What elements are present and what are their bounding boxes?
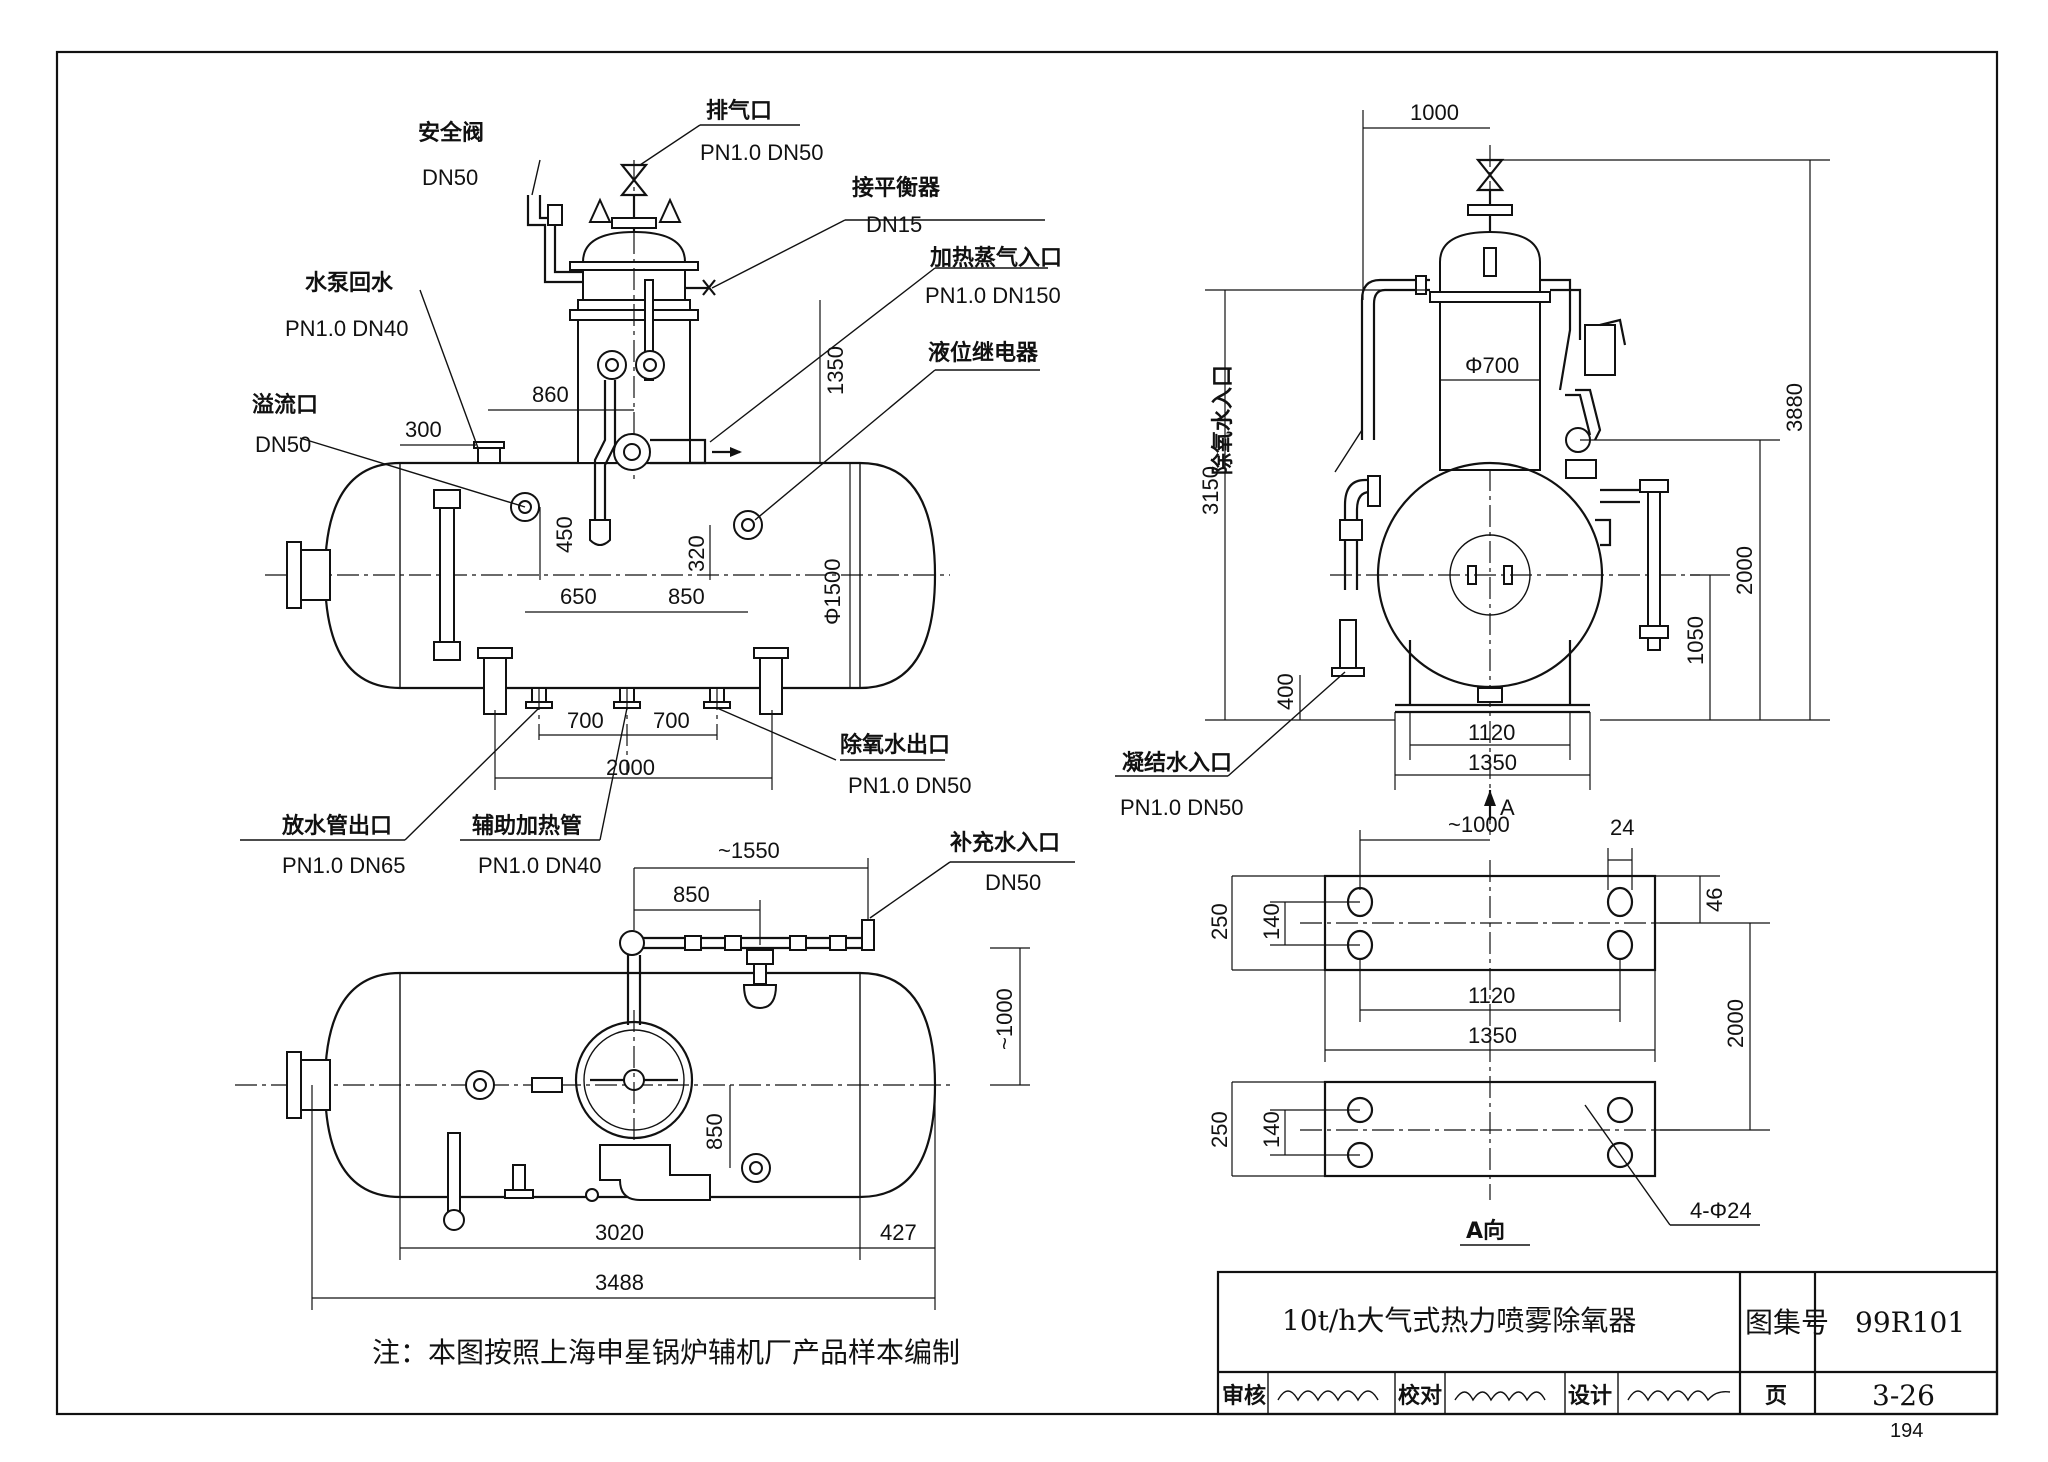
page-number: 3-26	[1872, 1379, 1935, 1412]
check-label: 校对	[1398, 1383, 1442, 1409]
heating-steam-label: 加热蒸气入口	[929, 245, 1062, 271]
view-a-title: A向	[1466, 1218, 1505, 1244]
dim-650: 650	[560, 584, 597, 609]
dim-320: 320	[684, 535, 709, 572]
dim-140a: 140	[1259, 903, 1284, 940]
drain-out-size: PN1.0 DN65	[282, 853, 406, 878]
drawing-note: 注：本图按照上海申星锅炉辅机厂产品样本编制	[372, 1336, 960, 1369]
deaerated-out-size: PN1.0 DN50	[848, 773, 972, 798]
dim-24: 24	[1610, 815, 1634, 840]
vent-label: 排气口	[706, 98, 772, 124]
dim-phi700: Φ700	[1465, 353, 1519, 378]
atlas-number: 99R101	[1855, 1306, 1965, 1339]
holes-label: 4-Φ24	[1690, 1198, 1752, 1223]
dim-850: 850	[668, 584, 705, 609]
dim-3020: 3020	[595, 1220, 644, 1245]
dim-a-1350: 1350	[1468, 1023, 1517, 1048]
design-label: 设计	[1568, 1384, 1612, 1409]
aux-heating-size: PN1.0 DN40	[478, 853, 602, 878]
side-view	[1115, 110, 1830, 835]
view-a	[1231, 830, 1770, 1246]
dim-side-1000: 1000	[1410, 100, 1459, 125]
pump-return-label: 水泵回水	[305, 271, 394, 296]
page-label: 页	[1765, 1384, 1787, 1409]
dim-3150: 3150	[1198, 466, 1223, 515]
front-view	[240, 124, 1048, 841]
dim-side-2000: 2000	[1732, 546, 1757, 595]
title-block	[1216, 1270, 1999, 1416]
dim-a-2000: 2000	[1723, 999, 1748, 1048]
dim-a-1120: 1120	[1468, 983, 1515, 1008]
dim-140b: 140	[1259, 1111, 1284, 1148]
dim-860: 860	[532, 382, 569, 407]
dim-side-1350: 1350	[1468, 750, 1517, 775]
top-view	[235, 858, 1075, 1310]
dim-top-1000: ~1000	[992, 988, 1017, 1050]
dim-250b: 250	[1207, 1111, 1232, 1148]
review-label: 审核	[1222, 1383, 1266, 1409]
sheet-number: 194	[1890, 1420, 1923, 1442]
drain-out-label: 放水管出口	[281, 813, 392, 839]
dim-250a: 250	[1207, 903, 1232, 940]
vent-size: PN1.0 DN50	[700, 140, 824, 165]
makeup-in-size: DN50	[985, 870, 1041, 895]
dim-450: 450	[552, 516, 577, 553]
aux-heating-label: 辅助加热管	[472, 813, 582, 839]
dim-a-1000: ~1000	[1448, 812, 1510, 837]
dim-300: 300	[405, 417, 442, 442]
deaerated-in-label: 除氧水入口	[1210, 365, 1236, 475]
overflow-label: 溢流口	[252, 392, 318, 418]
balancer-label: 接平衡器	[852, 175, 941, 201]
heating-steam-size: PN1.0 DN150	[925, 283, 1061, 308]
deaerated-out-label: 除氧水出口	[840, 732, 950, 758]
dim-top-850: 850	[673, 882, 710, 907]
dim-46: 46	[1702, 888, 1727, 912]
safety-valve-label: 安全阀	[418, 120, 484, 146]
level-relay-label: 液位继电器	[928, 340, 1039, 366]
condensate-in-label: 凝结水入口	[1122, 750, 1232, 776]
dim-1350: 1350	[823, 346, 848, 395]
safety-valve-size: DN50	[422, 165, 478, 190]
dim-side-1120: 1120	[1468, 720, 1515, 745]
atlas-label: 图集号	[1745, 1306, 1829, 1339]
dim-1050: 1050	[1683, 616, 1708, 665]
balancer-size: DN15	[866, 212, 922, 237]
dim-3880: 3880	[1782, 383, 1807, 432]
dim-700b: 700	[653, 708, 690, 733]
makeup-in-label: 补充水入口	[949, 830, 1060, 856]
dim-700a: 700	[567, 708, 604, 733]
dim-top-850v: 850	[702, 1113, 727, 1150]
title-block-title: 10t/h大气式热力喷雾除氧器	[1282, 1304, 1636, 1337]
dim-2000: 2000	[606, 755, 655, 780]
dim-427: 427	[880, 1220, 917, 1245]
dim-3488: 3488	[595, 1270, 644, 1295]
condensate-in-size: PN1.0 DN50	[1120, 795, 1244, 820]
sheet-border	[55, 50, 1999, 1416]
pump-return-size: PN1.0 DN40	[285, 316, 409, 341]
view-a-arrow-label: A	[1500, 795, 1515, 820]
dim-1550: ~1550	[718, 838, 780, 863]
overflow-size: DN50	[255, 432, 311, 457]
dim-400: 400	[1273, 673, 1298, 710]
dim-phi1500: Φ1500	[820, 559, 845, 626]
